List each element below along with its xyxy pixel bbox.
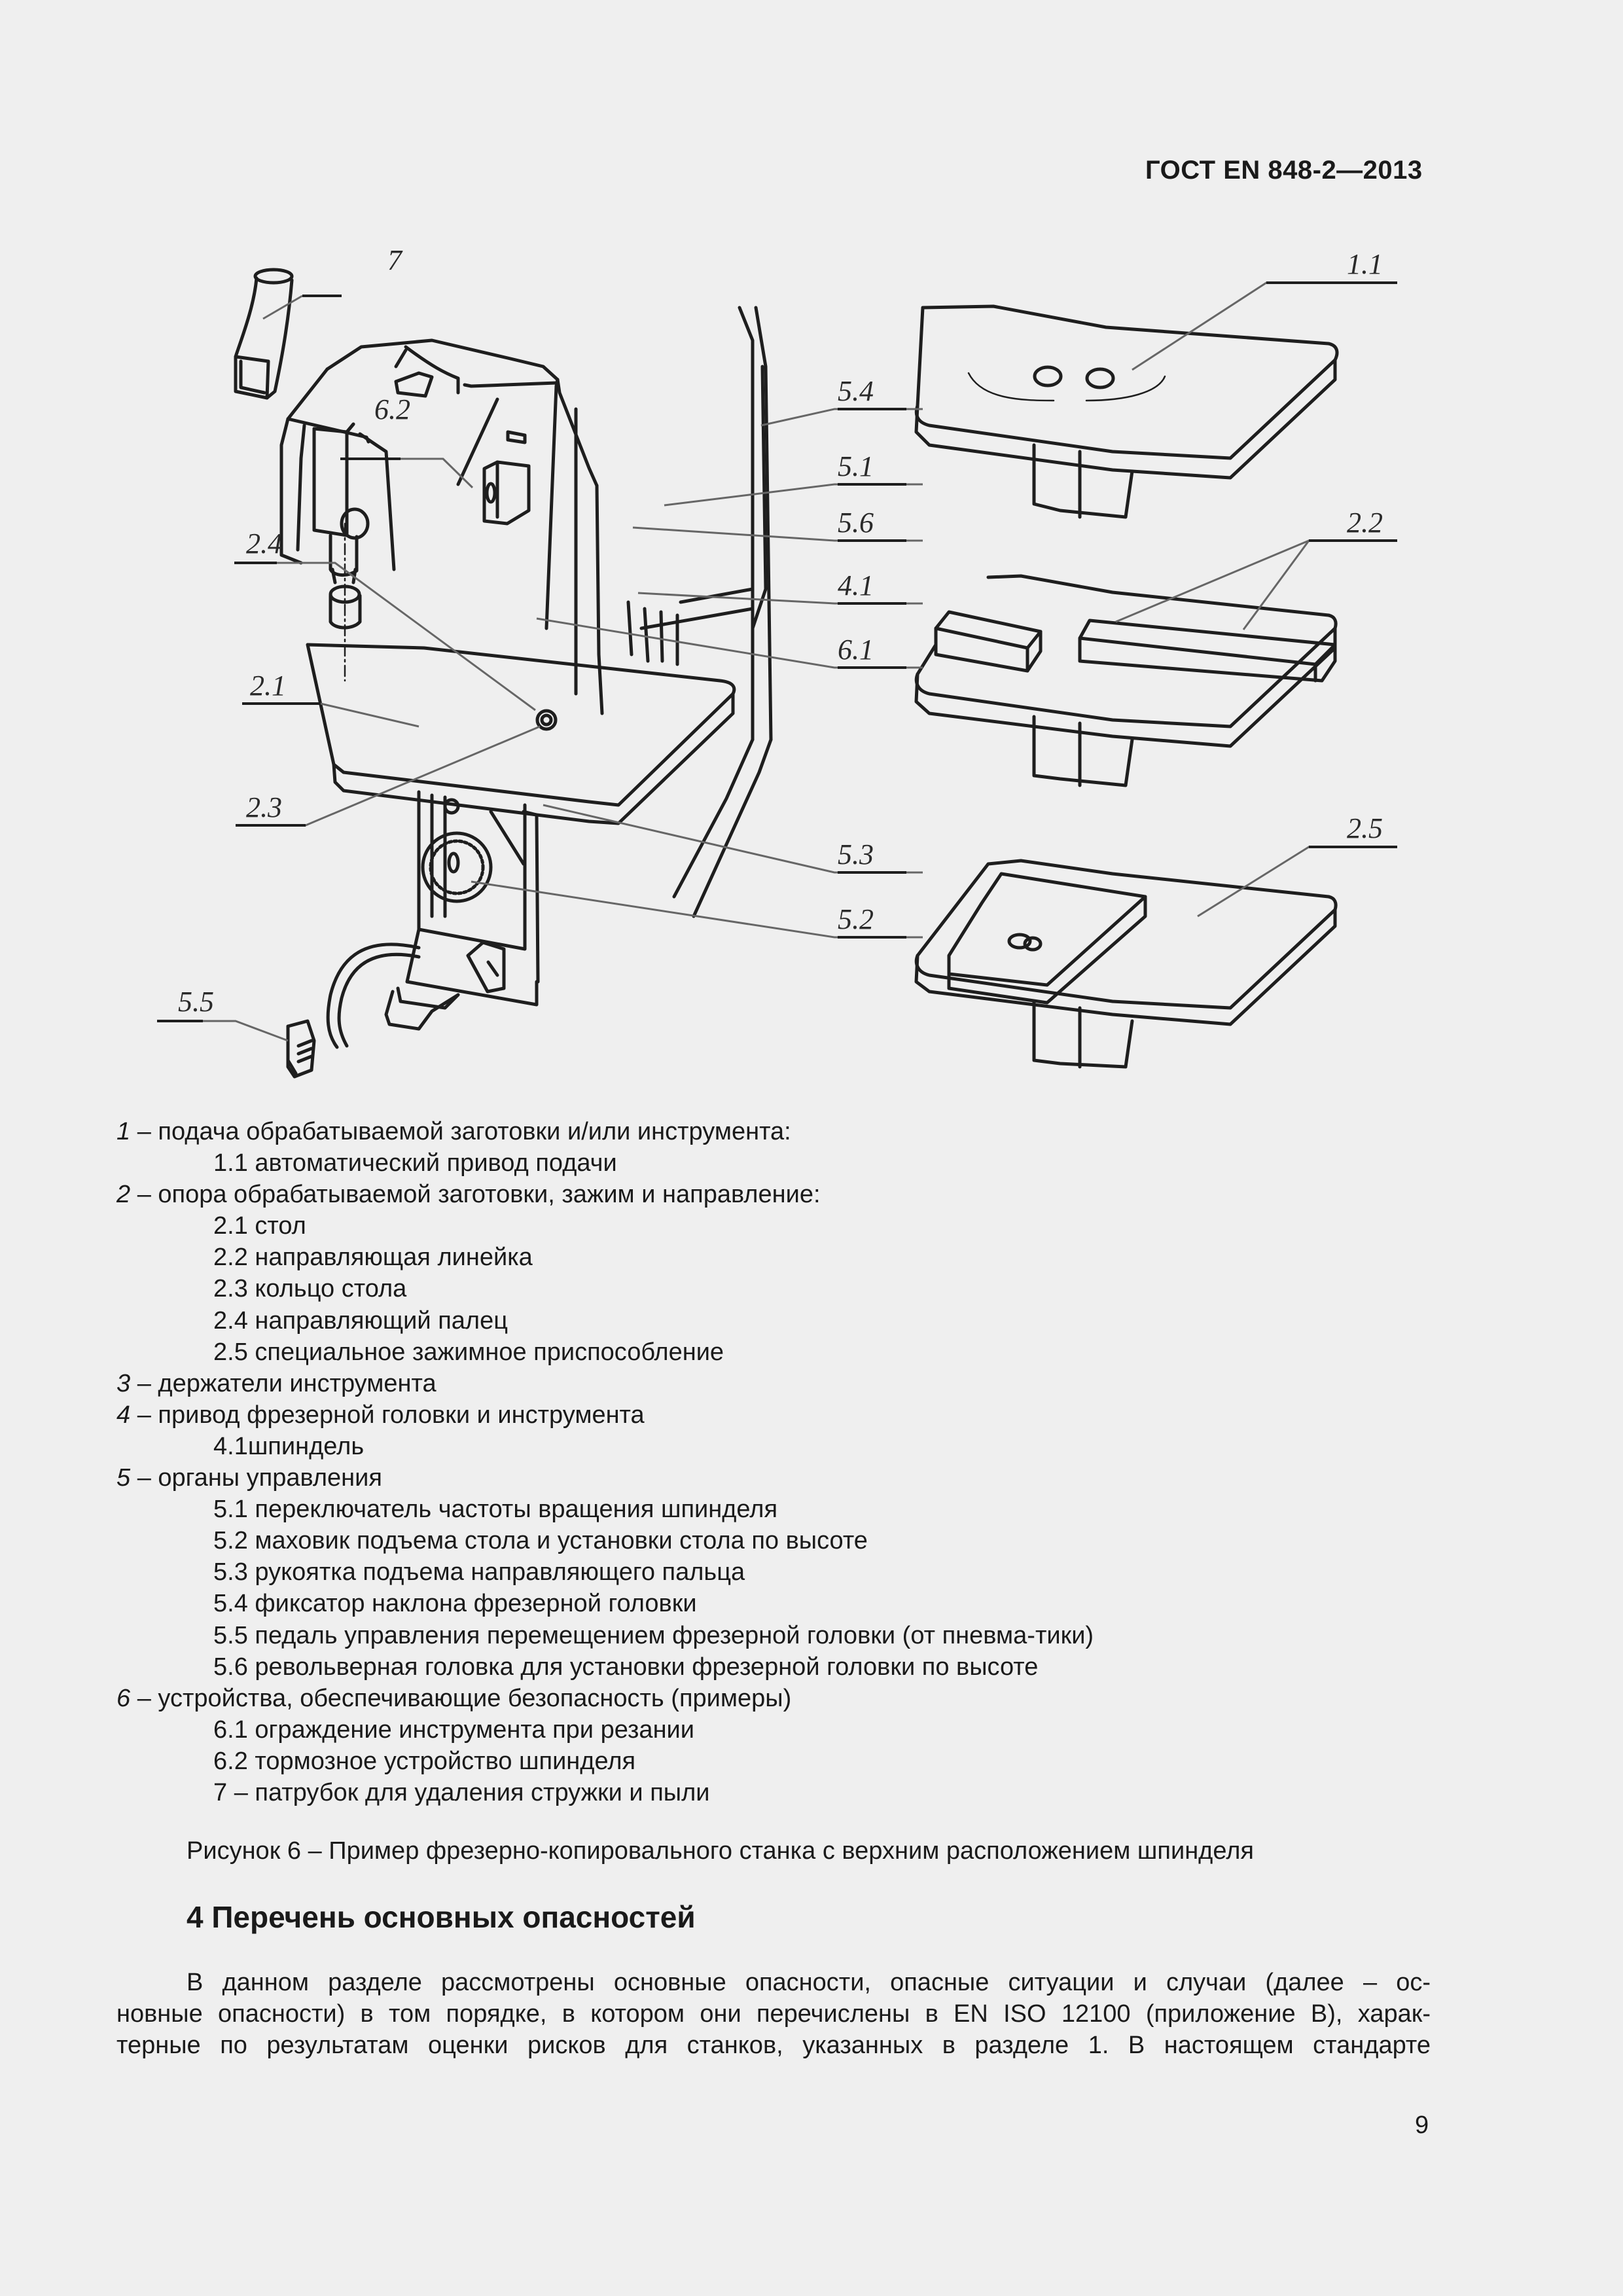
figure-caption: Рисунок 6 – Пример фрезерно-копировально… bbox=[187, 1837, 1254, 1865]
legend-item: 3 – держатели инструмента bbox=[116, 1369, 437, 1397]
callout-2-2: 2.2 bbox=[1347, 507, 1383, 539]
figure-legend: 1 – подача обрабатываемой заготовки и/ил… bbox=[116, 1116, 1491, 1808]
legend-item: 2 – опора обрабатываемой заготовки, зажи… bbox=[116, 1181, 821, 1209]
callout-7: 7 bbox=[387, 244, 403, 276]
callout-5-2: 5.2 bbox=[838, 903, 874, 935]
legend-subitem: 5.6 револьверная головка для установки ф… bbox=[213, 1653, 1039, 1681]
paragraph-line: В данном разделе рассмотрены основные оп… bbox=[187, 1969, 1431, 1996]
machine-column bbox=[626, 306, 773, 918]
paragraph-line: терные по результатам оценки рисков для … bbox=[116, 2032, 1431, 2059]
legend-subitem: 7 – патрубок для удаления стружки и пыли bbox=[213, 1778, 710, 1806]
legend-subitem: 2.4 направляющий палец bbox=[213, 1306, 508, 1335]
document-standard-code: ГОСТ EN 848-2—2013 bbox=[1145, 156, 1423, 185]
feed-table-1-1 bbox=[914, 304, 1339, 519]
page-number: 9 bbox=[1415, 2111, 1429, 2139]
clamp-table-2-5 bbox=[914, 859, 1338, 1069]
legend-item: 6 – устройства, обеспечивающие безопасно… bbox=[116, 1684, 792, 1712]
legend-subitem: 2.5 специальное зажимное приспособление bbox=[213, 1338, 724, 1366]
section-heading: 4 Перечень основных опасностей bbox=[187, 1900, 696, 1934]
fence-table-2-2 bbox=[914, 574, 1338, 787]
machine-base bbox=[384, 790, 540, 1031]
work-table bbox=[306, 643, 736, 825]
callout-1-1: 1.1 bbox=[1347, 248, 1383, 280]
legend-subitem: 5.4 фиксатор наклона фрезерной головки bbox=[213, 1590, 697, 1618]
callout-6-2: 6.2 bbox=[374, 393, 410, 425]
legend-subitem: 2.2 направляющая линейка bbox=[213, 1244, 533, 1272]
callout-2-3: 2.3 bbox=[246, 791, 282, 823]
callout-2-5: 2.5 bbox=[1347, 812, 1383, 844]
legend-item: 5 – органы управления bbox=[116, 1464, 382, 1492]
callout-5-5: 5.5 bbox=[178, 986, 214, 1018]
legend-subitem: 5.1 переключатель частоты вращения шпинд… bbox=[213, 1496, 778, 1524]
legend-subitem: 4.1шпиндель bbox=[213, 1432, 365, 1460]
machine-figure: 7 1.1 6.2 5.4 5.1 5.6 2.2 2.4 4.1 6.1 2.… bbox=[151, 242, 1433, 1086]
dust-nozzle-icon bbox=[234, 268, 294, 400]
machine-head bbox=[279, 338, 604, 715]
section-paragraph: В данном разделе рассмотрены основные оп… bbox=[116, 1967, 1431, 2061]
callout-5-3: 5.3 bbox=[838, 838, 874, 870]
paragraph-line: новные опасности) в том порядке, в котор… bbox=[116, 2000, 1431, 2028]
legend-item: 4 – привод фрезерной головки и инструмен… bbox=[116, 1401, 645, 1429]
legend-subitem: 2.3 кольцо стола bbox=[213, 1275, 407, 1303]
callout-6-1: 6.1 bbox=[838, 634, 874, 666]
callout-5-6: 5.6 bbox=[838, 507, 874, 539]
callout-5-4: 5.4 bbox=[838, 375, 874, 407]
legend-subitem: 5.5 педаль управления перемещением фрезе… bbox=[213, 1621, 1094, 1649]
callout-4-1: 4.1 bbox=[838, 569, 874, 601]
callout-2-4: 2.4 bbox=[246, 528, 282, 560]
legend-subitem: 6.2 тормозное устройство шпинделя bbox=[213, 1747, 636, 1775]
legend-subitem: 5.3 рукоятка подъема направляющего пальц… bbox=[213, 1558, 745, 1587]
legend-subitem: 1.1 автоматический привод подачи bbox=[213, 1149, 617, 1177]
foot-pedal bbox=[286, 942, 421, 1079]
callout-2-1: 2.1 bbox=[250, 670, 286, 702]
legend-item: 1 – подача обрабатываемой заготовки и/ил… bbox=[116, 1118, 791, 1145]
legend-subitem: 6.1 ограждение инструмента при резании bbox=[213, 1715, 695, 1744]
spindle bbox=[312, 422, 370, 682]
milling-machine-drawing: 7 1.1 6.2 5.4 5.1 5.6 2.2 2.4 4.1 6.1 2.… bbox=[157, 244, 1397, 1079]
legend-subitem: 5.2 маховик подъема стола и установки ст… bbox=[213, 1527, 868, 1555]
legend-subitem: 2.1 стол bbox=[213, 1212, 306, 1240]
callout-5-1: 5.1 bbox=[838, 450, 874, 482]
